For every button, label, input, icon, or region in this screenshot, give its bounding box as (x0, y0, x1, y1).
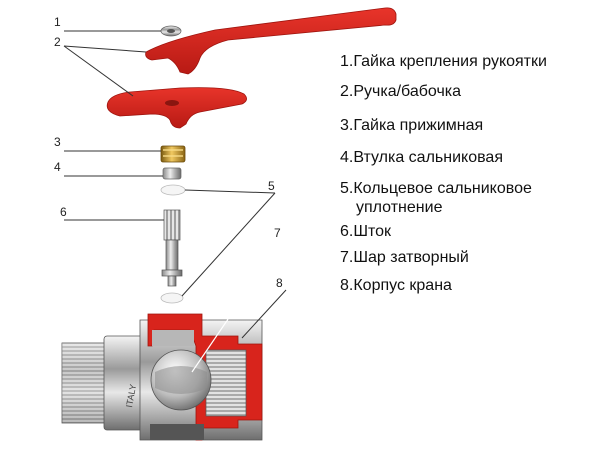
stem-part (161, 209, 183, 287)
legend-item-6: 6.Шток (340, 223, 392, 240)
handle-nut-part (160, 25, 182, 37)
leader-2a (63, 45, 147, 53)
legend-item-2: 2.Ручка/бабочка (340, 83, 461, 100)
legend-item-5: 5.Кольцевое сальниковое (340, 180, 532, 197)
legend-item-8: 8.Корпус крана (340, 277, 452, 294)
gland-nut-part (160, 145, 186, 163)
callout-2: 2 (54, 35, 61, 49)
callout-5: 5 (268, 179, 275, 193)
body-marking: ITALY (124, 383, 138, 408)
o-ring-upper-part (160, 184, 186, 196)
leader-lines (63, 30, 287, 373)
callout-8: 8 (276, 276, 283, 290)
callout-1: 1 (54, 15, 61, 29)
callout-7: 7 (274, 226, 281, 240)
legend-item-4: 4.Втулка сальниковая (340, 149, 503, 166)
o-ring-lower-part (160, 292, 184, 304)
leader-5a (184, 189, 276, 194)
callout-6: 6 (60, 205, 67, 219)
callout-4: 4 (54, 160, 61, 174)
legend-item-3: 3.Гайка прижимная (340, 117, 483, 134)
gland-bushing-part (162, 167, 182, 180)
parts-legend: 1.Гайка крепления рукоятки 2.Ручка/бабоч… (340, 53, 547, 294)
callout-numbers: 1 2 3 4 5 6 7 8 (54, 15, 283, 290)
legend-item-1: 1.Гайка крепления рукоятки (340, 53, 547, 70)
leader-7 (191, 239, 283, 373)
callout-3: 3 (54, 135, 61, 149)
leader-5b (181, 192, 276, 297)
legend-item-7: 7.Шар затворный (340, 249, 469, 266)
leader-2b (63, 45, 134, 97)
handle-part (106, 7, 397, 129)
ball-part (150, 349, 212, 411)
legend-item-5-cont: уплотнение (356, 199, 443, 216)
leader-8 (241, 289, 287, 339)
